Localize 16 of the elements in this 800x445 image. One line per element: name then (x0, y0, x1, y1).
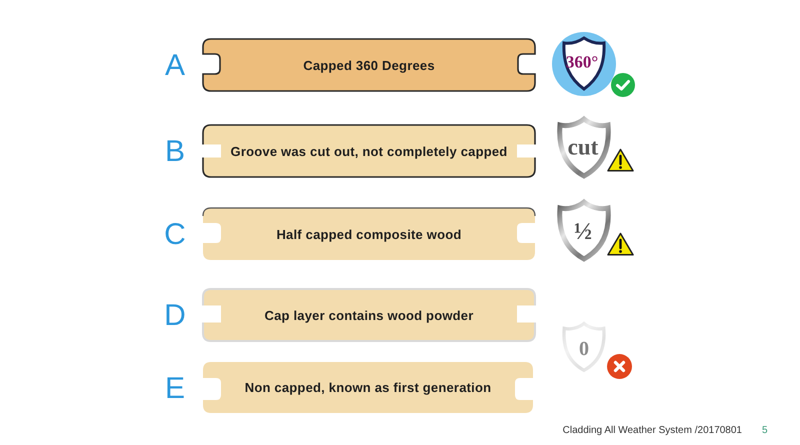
option-letter: B (164, 135, 186, 169)
option-letter: C (163, 218, 187, 252)
option-letter: D (163, 299, 187, 333)
board-caption: Non capped, known as first generation (244, 380, 492, 395)
board-caption: Half capped composite wood (276, 226, 462, 242)
board-caption: Capped 360 Degrees (303, 58, 435, 72)
page-number: 5 (762, 425, 768, 437)
footer-text: Cladding All Weather System /20170801 (562, 425, 742, 437)
option-letter: E (164, 372, 186, 406)
board-caption: Groove was cut out, not completely capped (230, 144, 508, 158)
badge-text: 360° (566, 54, 598, 70)
badge-text: 0 (579, 339, 589, 359)
board-caption: Cap layer contains wood powder (264, 308, 474, 322)
badge-text: ½ (574, 220, 592, 244)
badge-text: cut (568, 136, 598, 158)
option-letter: A (164, 49, 186, 83)
